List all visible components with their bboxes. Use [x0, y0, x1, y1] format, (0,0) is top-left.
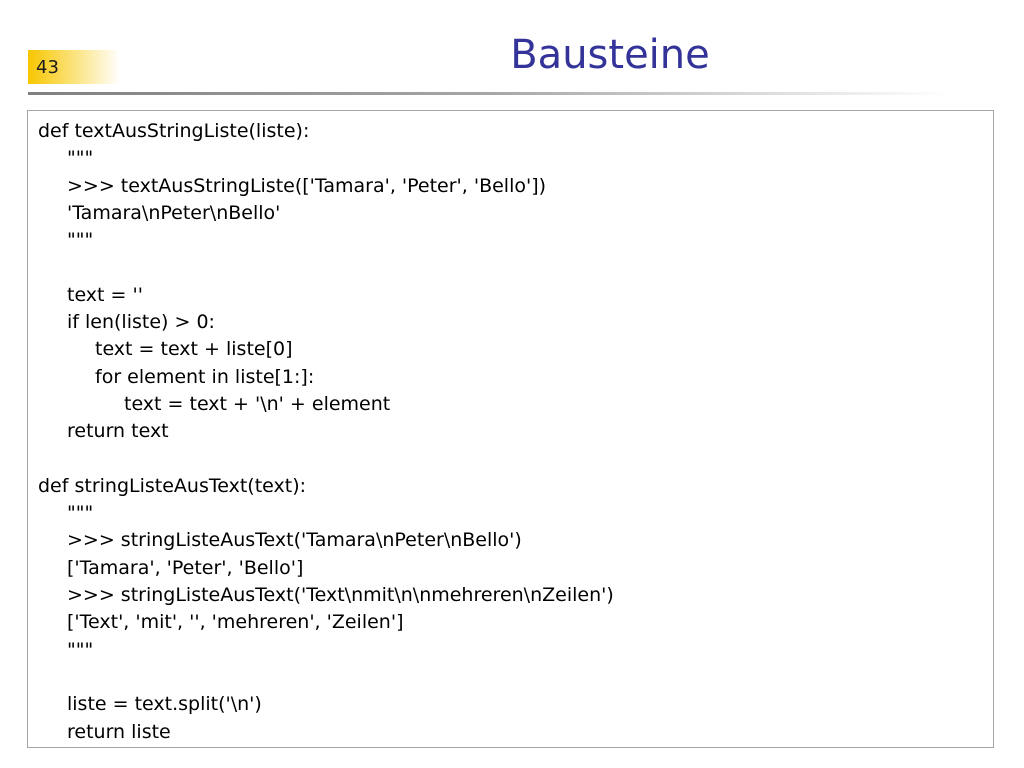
title-divider: [28, 92, 948, 95]
code-line: """: [67, 229, 94, 252]
code-block: def textAusStringListe(liste): """ >>> tex…: [27, 110, 994, 748]
code-line: """: [67, 502, 94, 525]
code-line: return text: [67, 420, 169, 443]
code-line: >>> textAusStringListe(['Tamara', 'Peter…: [67, 174, 547, 197]
code-line: >>> stringListeAusText('Text\nmit\n\nmeh…: [67, 584, 614, 607]
code-line: ['Text', 'mit', '', 'mehreren', 'Zeilen'…: [67, 611, 404, 634]
code-line: [38, 664, 614, 691]
code-line: [38, 446, 614, 473]
code-line: liste = text.split('\n'): [67, 693, 262, 716]
code-line: for element in liste[1:]:: [95, 365, 315, 388]
code-line: def stringListeAusText(text):: [38, 474, 307, 497]
slide-title: Bausteine: [510, 32, 710, 78]
code-line: text = text + liste[0]: [95, 338, 293, 361]
code-line: [38, 254, 614, 281]
code-line: 'Tamara\nPeter\nBello': [67, 201, 281, 224]
code-line: text = '': [67, 283, 143, 306]
code-line: """: [67, 147, 94, 170]
code-line: """: [67, 638, 94, 661]
code-line: return liste: [67, 720, 171, 743]
code-line: ['Tamara', 'Peter', 'Bello']: [67, 556, 304, 579]
code-line: if len(liste) > 0:: [67, 311, 215, 334]
code-line: def textAusStringListe(liste):: [38, 120, 310, 142]
page-number-badge: [28, 50, 120, 84]
code-line: >>> stringListeAusText('Tamara\nPeter\nB…: [67, 529, 522, 552]
code-lines: def textAusStringListe(liste): """ >>> tex…: [38, 118, 614, 746]
page-number: 43: [36, 57, 59, 78]
code-line: text = text + '\n' + element: [124, 392, 391, 415]
